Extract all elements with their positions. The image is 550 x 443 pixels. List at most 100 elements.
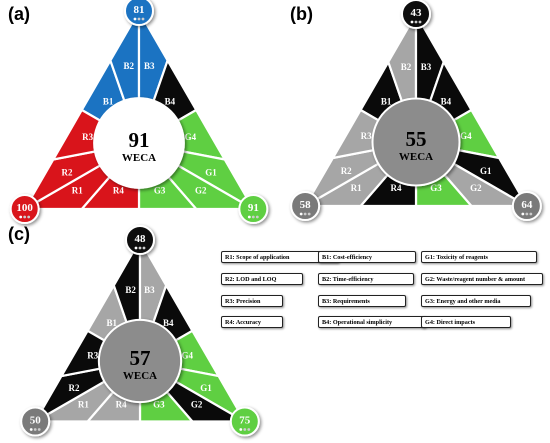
corner-right-dot-1 [247,215,251,219]
panel-label: (b) [290,4,313,24]
corner-left-dot-1 [29,428,33,431]
corner-top-value: 43 [411,7,423,19]
corner-top-dot-3 [418,20,422,24]
weca-center [97,318,183,404]
corner-left [20,406,51,437]
g-sector-label-3: G2 [470,183,482,193]
g-sector-label-4: G3 [153,400,165,410]
weca-score: 57 [130,346,151,370]
corner-top [124,0,154,26]
b-sector-label-1: B1 [103,96,114,106]
corner-right-value: 91 [248,202,259,214]
b-sector-label-4: B4 [163,318,174,328]
corner-top-dot-2 [138,246,142,250]
b-sector-label-3: B3 [144,61,155,71]
corner-top-dot-1 [134,246,138,250]
corner-right [238,194,269,224]
g-sector-label-3: G2 [191,400,203,410]
corner-top-value: 48 [135,233,147,245]
legend-b1: B1: Cost-efficiency [318,251,416,263]
corner-left [9,194,40,224]
legend-b4: B4: Operational simplicity [318,316,426,328]
corner-left [290,191,321,221]
g-sector-label-2: G1 [205,168,217,178]
r-sector-label-1: R4 [391,183,402,193]
corner-right [511,191,542,221]
g-sector-label-2: G1 [480,166,492,176]
r-sector-label-3: R2 [69,383,80,393]
r-sector-label-1: R4 [116,400,127,410]
legend-b2: B2: Time-efficiency [318,273,414,285]
b-sector-label-3: B3 [421,62,432,72]
panel-label: (a) [8,4,30,24]
g-sector-label-4: G3 [430,183,442,193]
weca-center [371,97,461,187]
g-sector-label-4: G3 [154,186,166,196]
legend-g1: G1: Toxicity of reagents [421,251,537,263]
legend-r3: R3: Precision [221,295,283,307]
corner-left-dot-2 [303,212,307,216]
r-sector-label-4: R3 [361,131,372,141]
legend-g4: G4: Direct impacts [421,316,511,328]
legend-r1: R1: Scope of application [221,251,339,263]
corner-right-dot-3 [529,212,533,216]
corner-left-dot-1 [19,215,23,219]
legend-g2: G2: Waste/reagent number & amount [421,273,543,285]
r-sector-label-2: R1 [72,186,83,196]
corner-right-dot-3 [247,428,251,431]
corner-right-value: 64 [521,199,533,211]
corner-top-value: 81 [134,4,145,16]
corner-left-value: 100 [16,202,33,214]
corner-right-dot-2 [251,215,255,219]
corner-top-dot-1 [410,20,414,24]
corner-top-dot-2 [137,17,141,21]
g-sector-label-1: G4 [181,351,193,361]
corner-top-dot-2 [414,20,418,24]
b-sector-label-2: B2 [401,62,412,72]
b-sector-label-2: B2 [123,61,134,71]
r-sector-label-4: R3 [82,132,93,142]
corner-left-dot-2 [23,215,27,219]
g-sector-label-1: G4 [460,131,472,141]
legend-r4: R4: Accuracy [221,316,283,328]
r-sector-label-3: R2 [341,166,352,176]
corner-right-dot-2 [243,428,247,431]
corner-right-value: 75 [239,415,251,427]
corner-left-value: 50 [30,415,42,427]
corner-top [125,225,155,255]
corner-right-dot-3 [255,215,259,219]
corner-left-dot-3 [37,428,41,431]
corner-top-dot-3 [141,17,145,21]
b-sector-label-1: B1 [106,318,117,328]
corner-left-dot-3 [27,215,31,219]
corner-top-dot-1 [133,17,137,21]
corner-right-dot-1 [521,212,525,216]
weca-score: 55 [406,127,427,151]
legend-b3: B3: Requirements [318,295,406,307]
legend-g3: G3: Energy and other media [421,295,531,307]
corner-right-dot-2 [525,212,529,216]
corner-left-dot-1 [299,212,303,216]
r-sector-label-3: R2 [62,168,73,178]
r-sector-label-1: R4 [113,186,124,196]
corner-left-value: 58 [300,199,312,211]
g-sector-label-2: G1 [200,383,212,393]
corner-top [401,0,431,29]
corner-top-dot-3 [142,246,146,250]
g-sector-label-1: G4 [185,132,197,142]
g-sector-label-3: G2 [195,186,207,196]
r-sector-label-2: R1 [351,183,362,193]
b-sector-label-2: B2 [125,285,136,295]
b-sector-label-4: B4 [165,96,176,106]
b-sector-label-1: B1 [381,97,392,107]
legend-r2: R2: LOD and LOQ [221,273,303,285]
weca-label: WECA [123,370,157,382]
b-sector-label-4: B4 [441,97,452,107]
r-sector-label-2: R1 [78,400,89,410]
b-sector-label-3: B3 [144,285,155,295]
r-sector-label-4: R3 [87,351,98,361]
